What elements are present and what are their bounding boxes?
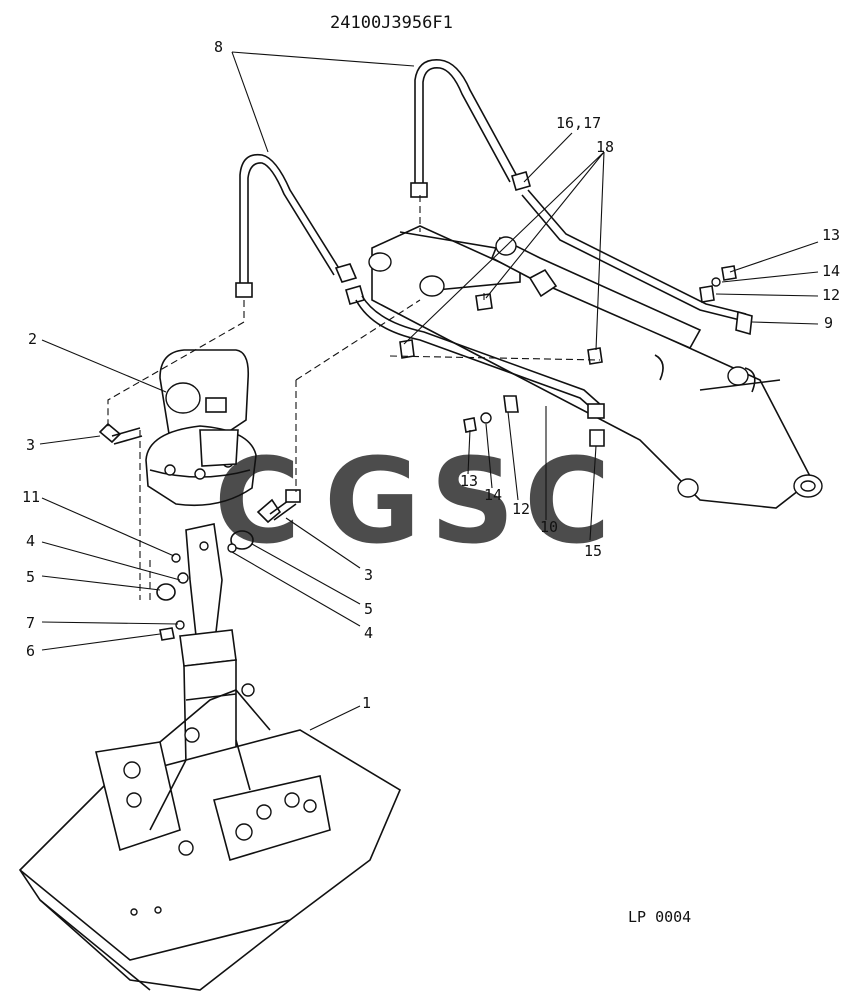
- callout-4-left: 4: [26, 532, 35, 550]
- watermark-letter-3: S: [430, 432, 515, 570]
- assembly-guide-lines: [107, 195, 601, 600]
- hose-3: [98, 422, 301, 524]
- drawing-code: LP 0004: [628, 908, 691, 926]
- callout-labels: 8 16,17 18 13 14 12 9 2 3 11 4 5 7 6 3 5…: [22, 38, 840, 712]
- rotator-assembly: [145, 349, 257, 507]
- callout-9: 9: [824, 314, 833, 332]
- callout-3-right: 3: [364, 566, 373, 584]
- callout-13-bottom: 13: [460, 472, 478, 490]
- callout-13-top: 13: [822, 226, 840, 244]
- callout-15: 15: [584, 542, 602, 560]
- callout-14-bottom: 14: [484, 486, 502, 504]
- callout-5-left: 5: [26, 568, 35, 586]
- leader-lines: [39, 51, 819, 731]
- part-number-title: 24100J3956F1: [330, 13, 453, 33]
- callout-3-left: 3: [26, 436, 35, 454]
- callout-18: 18: [596, 138, 614, 156]
- callout-6: 6: [26, 642, 35, 660]
- watermark-letter-2: G: [324, 432, 421, 570]
- callout-4-right: 4: [364, 624, 373, 642]
- callout-11: 11: [22, 488, 40, 506]
- callout-12-top: 12: [822, 286, 840, 304]
- clamshell-bucket: [18, 683, 402, 991]
- hydraulic-hose-right: [410, 59, 753, 336]
- callout-1: 1: [362, 694, 371, 712]
- callout-5-right: 5: [364, 600, 373, 618]
- callout-8: 8: [214, 38, 223, 56]
- fastener-group-right: [399, 265, 737, 447]
- callout-14-top: 14: [822, 262, 840, 280]
- watermark-letter-4: C: [524, 432, 611, 570]
- watermark-letter-1: C: [214, 432, 301, 570]
- hydraulic-hose-left: [235, 153, 605, 419]
- callout-7: 7: [26, 614, 35, 632]
- callout-16-17: 16,17: [556, 114, 601, 132]
- watermark-logo: C G S C: [214, 432, 611, 570]
- fastener-group-left: [156, 530, 254, 641]
- callout-10: 10: [540, 518, 558, 536]
- callout-2: 2: [28, 330, 37, 348]
- callout-12-bottom: 12: [512, 500, 530, 518]
